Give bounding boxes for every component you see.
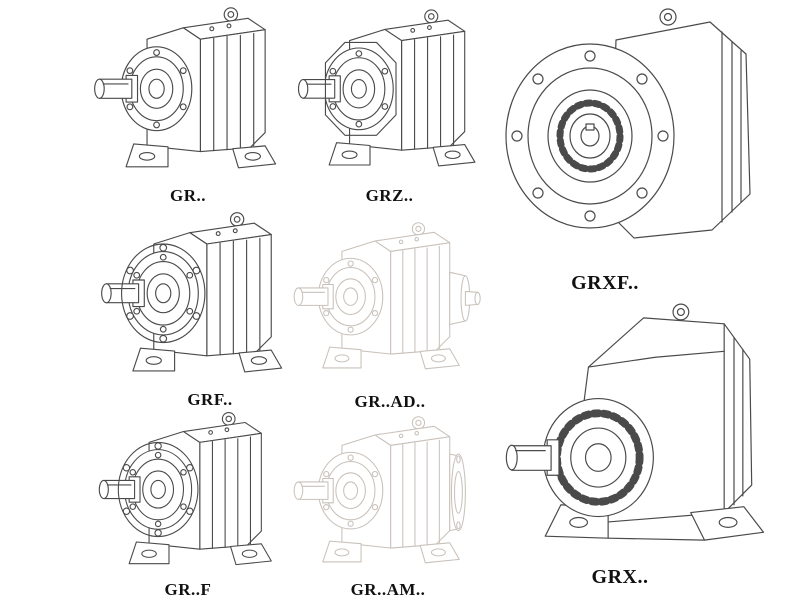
gearbox-label-gr: GR..	[170, 186, 206, 205]
gearbox-figure-gr-ad	[288, 212, 488, 390]
gearbox-figure-grxf	[498, 4, 778, 266]
gearbox-figure-gr-am	[288, 410, 488, 580]
gearbox-figure-grx	[498, 296, 793, 564]
gearbox-figure-grf	[92, 208, 297, 388]
gearbox-drawing-gr-ad	[293, 222, 481, 370]
gearbox-drawing-gr	[94, 7, 277, 169]
gearbox-label-grxf: GRXF..	[571, 272, 639, 294]
gearbox-label-gr-ad: GR..AD..	[354, 392, 426, 411]
gearbox-drawing-grf	[101, 212, 283, 373]
gearbox-label-grz: GRZ..	[365, 186, 414, 205]
gearbox-drawing-grxf	[498, 4, 778, 266]
gearbox-drawing-grz	[297, 9, 476, 167]
gearbox-drawing-gr-am	[293, 416, 466, 564]
gearbox-drawing-gr-f	[98, 411, 272, 566]
gearbox-label-grx: GRX..	[591, 566, 649, 588]
gearbox-figure-grz	[292, 2, 487, 185]
gearbox-label-grf: GRF..	[187, 390, 233, 409]
gearbox-drawing-grx	[498, 296, 793, 564]
gearbox-figure-gr	[88, 2, 288, 185]
gearbox-label-gr-f: GR..F	[164, 580, 212, 599]
gearbox-figure-gr-f	[88, 408, 288, 580]
gearbox-label-gr-am: GR..AM..	[350, 580, 426, 599]
